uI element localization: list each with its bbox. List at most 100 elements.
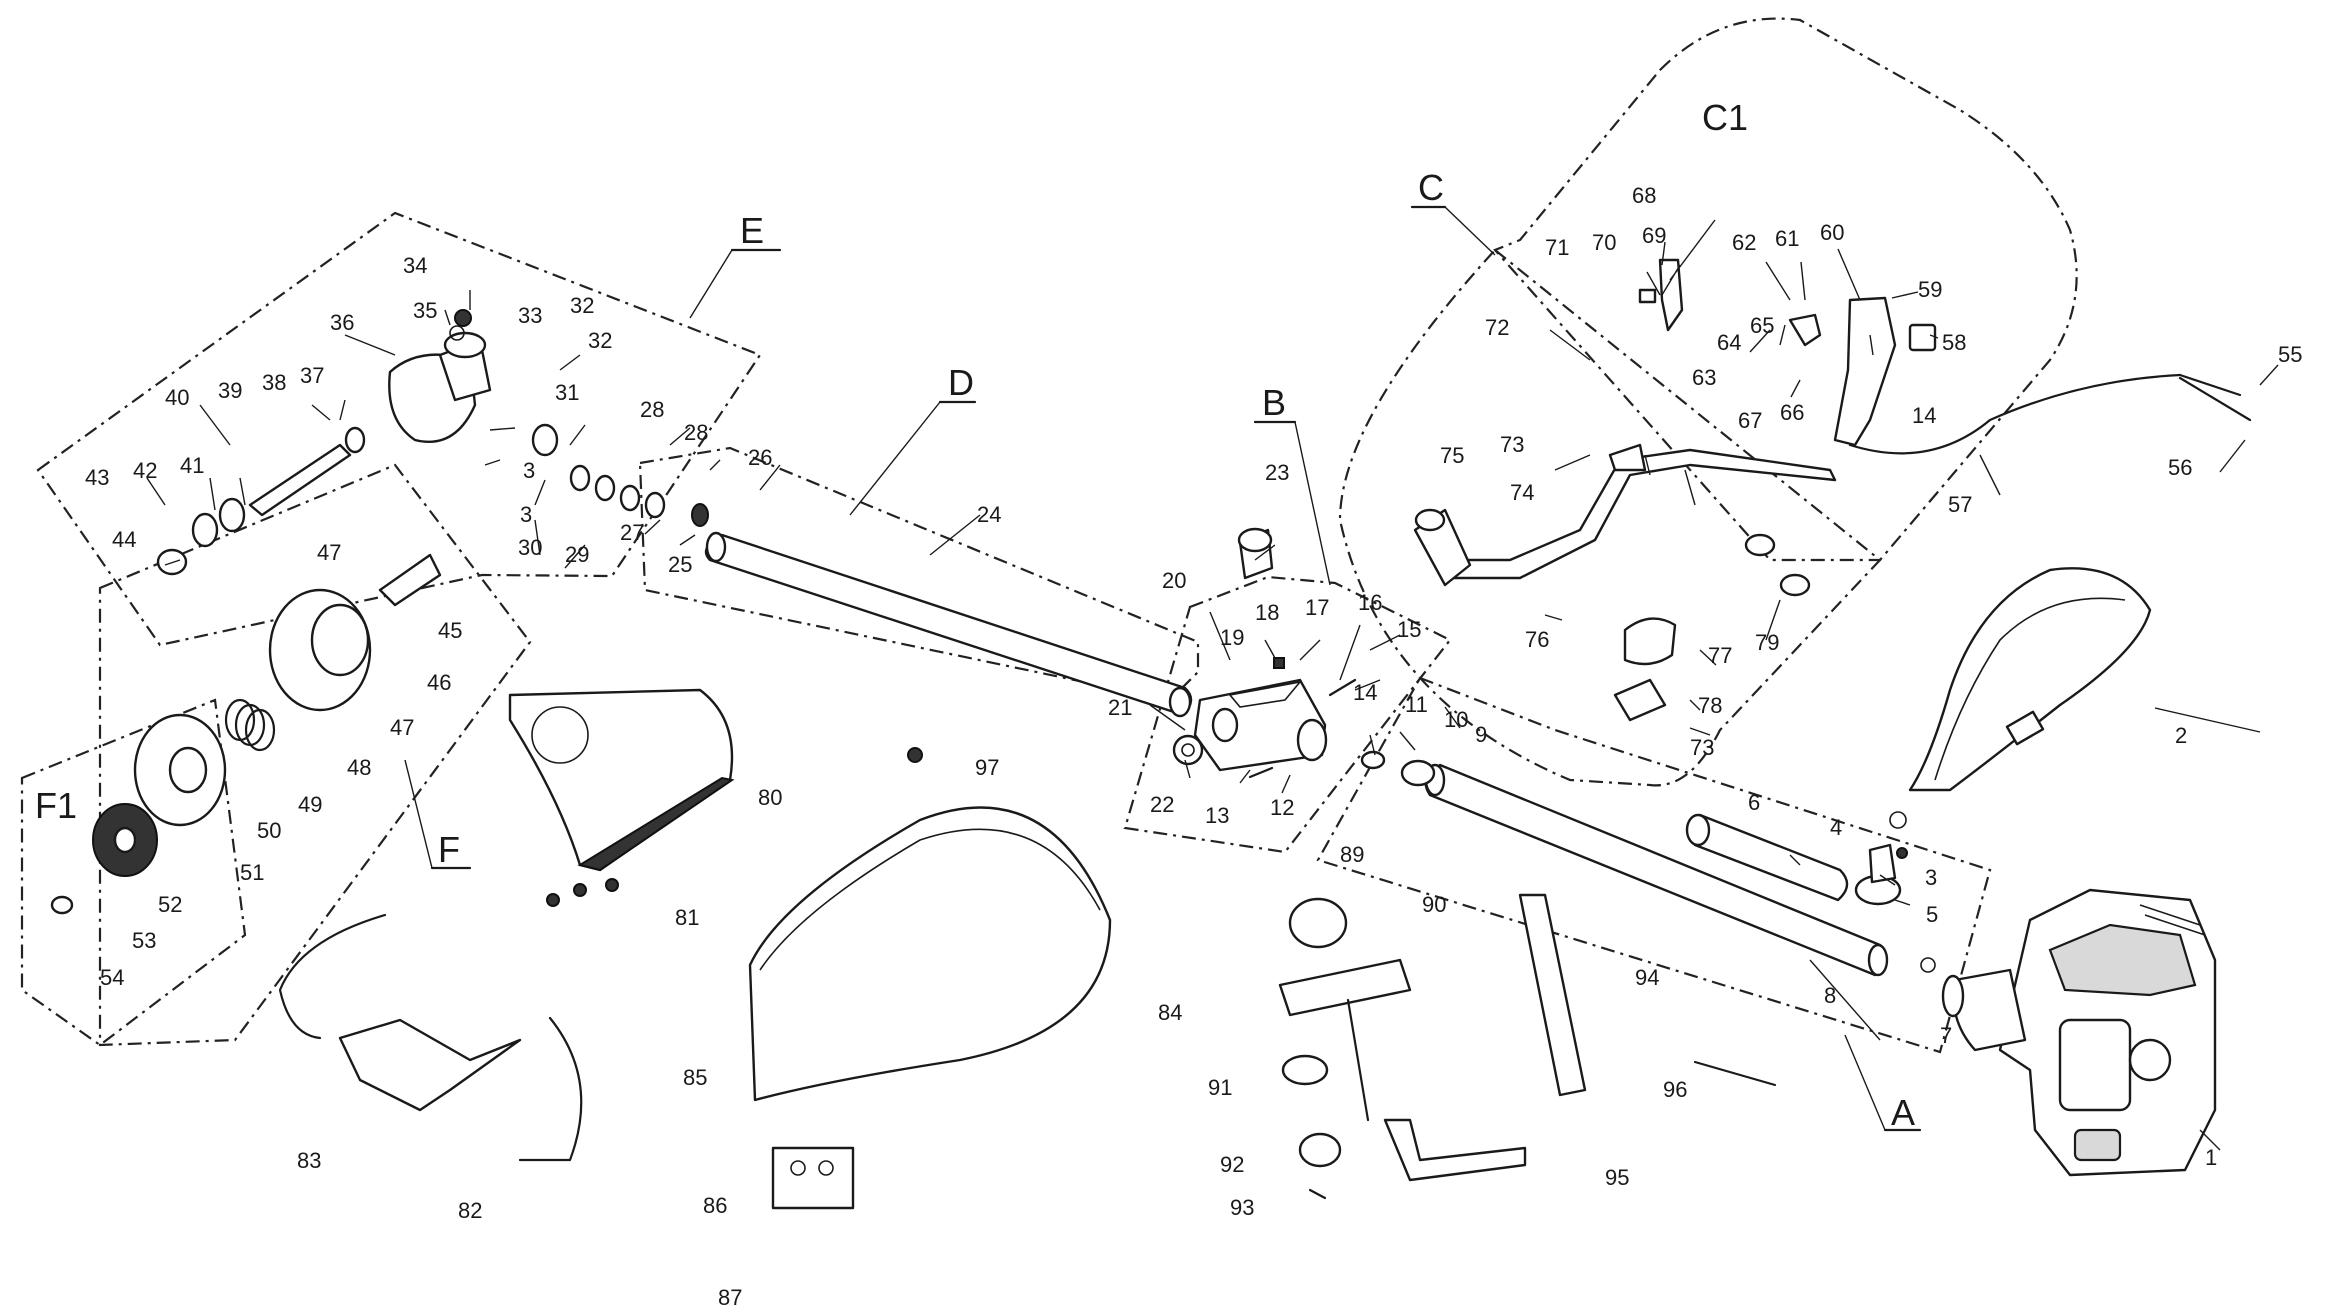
boundary-b bbox=[1123, 575, 1452, 854]
label-part-96: 96 bbox=[1663, 1077, 1687, 1102]
clips-79 bbox=[1744, 533, 1811, 597]
boundary-c bbox=[1338, 248, 1882, 787]
shaft-tube-24 bbox=[691, 503, 1193, 718]
label-part-8: 8 bbox=[1824, 983, 1836, 1008]
label-part-64: 64 bbox=[1717, 330, 1741, 355]
boundary-d bbox=[638, 446, 1200, 702]
spanner-90 bbox=[1278, 958, 1412, 1017]
throttle-handle-60 bbox=[1638, 258, 2252, 455]
bump-knob-52 bbox=[92, 803, 158, 877]
label-part-32b: 32 bbox=[588, 328, 612, 353]
bearing-89 bbox=[1288, 897, 1348, 949]
label-part-77: 77 bbox=[1708, 643, 1732, 668]
label-part-59: 59 bbox=[1918, 277, 1942, 302]
label-part-43: 43 bbox=[85, 465, 109, 490]
label-part-47a: 47 bbox=[317, 540, 341, 565]
label-part-9: 9 bbox=[1475, 722, 1487, 747]
label-part-73a: 73 bbox=[1500, 432, 1524, 457]
rod-96 bbox=[1693, 1060, 1777, 1087]
section-b: B bbox=[1262, 382, 1286, 423]
label-part-26: 26 bbox=[748, 445, 772, 470]
label-part-22: 22 bbox=[1150, 792, 1174, 817]
label-part-28a: 28 bbox=[640, 397, 664, 422]
guard-80 bbox=[508, 688, 735, 872]
label-part-91: 91 bbox=[1208, 1075, 1232, 1100]
label-part-50: 50 bbox=[257, 818, 281, 843]
label-part-95: 95 bbox=[1605, 1165, 1629, 1190]
label-part-44: 44 bbox=[112, 527, 136, 552]
clamp-4-5 bbox=[1854, 843, 1908, 906]
label-part-49: 49 bbox=[298, 792, 322, 817]
section-c: C bbox=[1418, 167, 1444, 208]
label-part-75: 75 bbox=[1440, 443, 1464, 468]
section-boundaries bbox=[20, 17, 2078, 1054]
label-part-13: 13 bbox=[1205, 803, 1229, 828]
label-part-18: 18 bbox=[1255, 600, 1279, 625]
label-part-66: 66 bbox=[1780, 400, 1804, 425]
part-labels: 1 2 3 4 5 6 7 8 9 10 11 12 13 14 14 15 1… bbox=[85, 183, 2302, 1310]
label-part-11: 11 bbox=[1405, 692, 1428, 717]
section-d: D bbox=[948, 362, 974, 403]
label-part-52: 52 bbox=[158, 892, 182, 917]
boundary-f1 bbox=[20, 698, 247, 1047]
section-letters: A B C C1 D E F F1 bbox=[35, 97, 1922, 1133]
label-part-4: 4 bbox=[1830, 815, 1842, 840]
label-part-39: 39 bbox=[218, 378, 242, 403]
bolt-97 bbox=[907, 747, 923, 763]
label-part-57: 57 bbox=[1948, 492, 1972, 517]
label-part-19: 19 bbox=[1220, 625, 1244, 650]
label-part-42: 42 bbox=[133, 458, 157, 483]
boundary-f bbox=[98, 463, 532, 1047]
label-part-80: 80 bbox=[758, 785, 782, 810]
handle-bar-76 bbox=[1413, 448, 1837, 587]
label-part-36: 36 bbox=[330, 310, 354, 335]
label-part-89: 89 bbox=[1340, 842, 1364, 867]
label-part-81: 81 bbox=[675, 905, 699, 930]
label-part-74: 74 bbox=[1510, 480, 1534, 505]
cylinder-23 bbox=[1237, 527, 1274, 580]
label-part-72: 72 bbox=[1485, 315, 1509, 340]
label-part-94: 94 bbox=[1635, 965, 1659, 990]
part-drawings bbox=[50, 219, 2279, 1210]
label-part-27: 27 bbox=[620, 520, 644, 545]
label-part-41: 41 bbox=[180, 453, 204, 478]
gear-head-36 bbox=[388, 309, 492, 443]
label-part-92: 92 bbox=[1220, 1152, 1244, 1177]
nut-18 bbox=[1273, 657, 1285, 669]
clamp-74 bbox=[1608, 443, 1647, 472]
label-part-51: 51 bbox=[240, 860, 264, 885]
label-part-90: 90 bbox=[1422, 892, 1446, 917]
label-part-45: 45 bbox=[438, 618, 462, 643]
bushing-11 bbox=[1360, 750, 1386, 770]
label-part-35: 35 bbox=[413, 298, 437, 323]
label-part-34: 34 bbox=[403, 253, 427, 278]
label-part-31: 31 bbox=[555, 380, 579, 405]
label-part-7: 7 bbox=[1940, 1023, 1952, 1048]
label-part-58: 58 bbox=[1942, 330, 1966, 355]
label-part-69: 69 bbox=[1642, 223, 1666, 248]
label-part-70: 70 bbox=[1592, 230, 1616, 255]
guard-84 bbox=[748, 806, 1112, 1102]
section-e: E bbox=[740, 210, 764, 251]
section-c1: C1 bbox=[1702, 97, 1748, 138]
label-part-37: 37 bbox=[300, 363, 324, 388]
label-part-48: 48 bbox=[347, 755, 371, 780]
hex-key-95 bbox=[1383, 1118, 1527, 1182]
spring-49 bbox=[224, 698, 276, 752]
trimmer-head-46 bbox=[268, 553, 442, 712]
label-part-78: 78 bbox=[1698, 693, 1722, 718]
nut-92 bbox=[1298, 1132, 1342, 1168]
label-part-73b: 73 bbox=[1690, 735, 1714, 760]
label-part-65: 65 bbox=[1750, 313, 1774, 338]
label-part-17: 17 bbox=[1305, 595, 1329, 620]
clamp-77 bbox=[1623, 617, 1677, 666]
label-part-56: 56 bbox=[2168, 455, 2192, 480]
label-part-21: 21 bbox=[1108, 695, 1132, 720]
label-part-46: 46 bbox=[427, 670, 451, 695]
section-f1: F1 bbox=[35, 785, 77, 826]
washer-91 bbox=[1281, 1054, 1329, 1086]
label-part-24: 24 bbox=[977, 502, 1001, 527]
label-part-12: 12 bbox=[1270, 795, 1294, 820]
